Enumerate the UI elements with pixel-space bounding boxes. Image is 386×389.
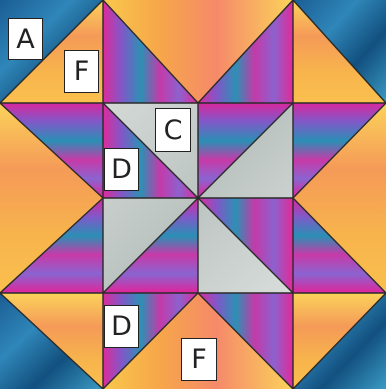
piece-label-f-bottom: F (181, 338, 217, 381)
flying-geese-left (0, 103, 103, 293)
piece-label-d-lower: D (104, 305, 139, 348)
piece-label-a: A (8, 18, 43, 60)
flying-geese-right (293, 103, 386, 293)
piece-label-f-top: F (64, 50, 99, 93)
flying-geese-top (103, 0, 293, 103)
piece-label-c: C (155, 108, 191, 152)
piece-label-d-upper: D (104, 148, 139, 191)
